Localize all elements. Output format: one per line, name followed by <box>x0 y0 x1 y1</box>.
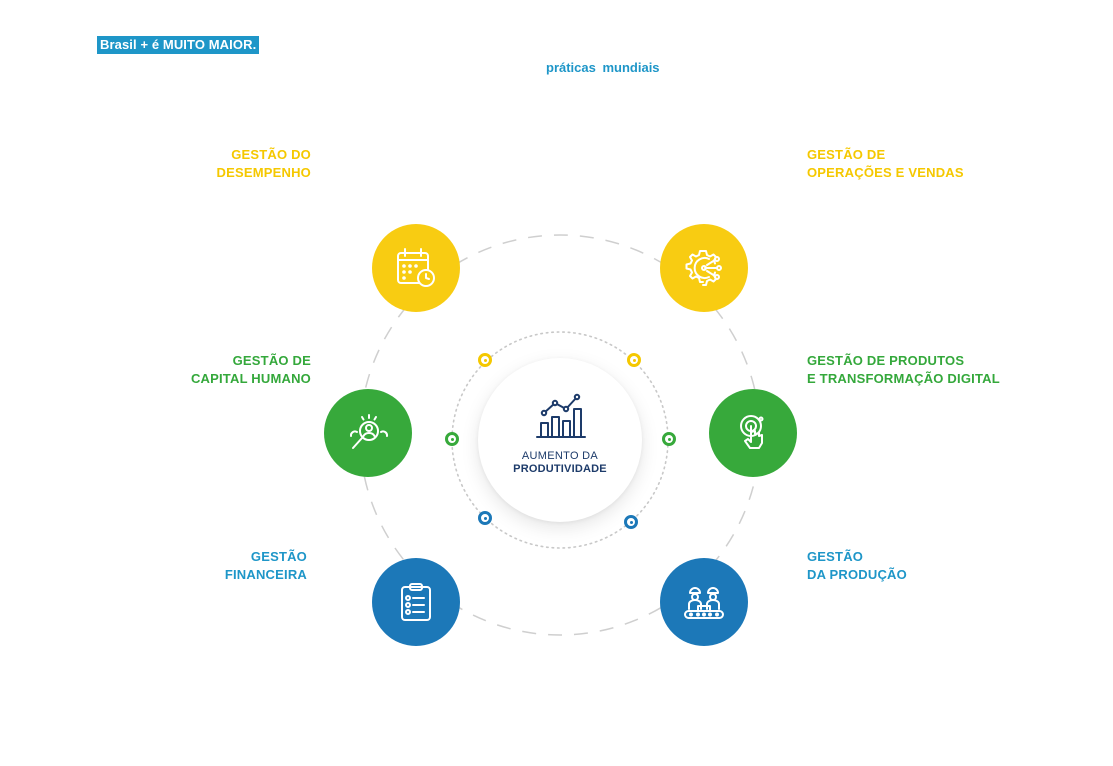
gear-network-icon <box>685 250 722 286</box>
ring-dot-green-left <box>445 432 459 446</box>
node-financeira[interactable] <box>372 558 460 646</box>
ring-dot-yellow-left <box>478 353 492 367</box>
node-desempenho[interactable] <box>372 224 460 312</box>
brand-badge: Brasil + é MUITO MAIOR. <box>97 36 260 54</box>
ring-dot-green-right <box>662 432 676 446</box>
ring-dot-yellow-right <box>627 353 641 367</box>
node-capital-humano[interactable] <box>324 389 412 477</box>
node-operacoes[interactable] <box>660 224 748 312</box>
page-subtitle: práticas mundiais <box>546 60 660 75</box>
clipboard-checklist-icon <box>401 583 431 621</box>
node-producao[interactable] <box>660 558 748 646</box>
ring-dot-blue-left <box>478 511 492 525</box>
growth-chart-icon <box>536 393 586 438</box>
center-title-line2: PRODUTIVIDADE <box>513 463 607 475</box>
center-hub: AUMENTO DA PRODUTIVIDADE <box>478 358 642 522</box>
node-produtos[interactable] <box>709 389 797 477</box>
touch-tap-icon <box>740 415 764 449</box>
ring-dot-blue-right <box>624 515 638 529</box>
factory-workers-icon <box>684 587 724 619</box>
person-search-icon <box>349 414 389 449</box>
calendar-clock-icon <box>397 248 435 287</box>
center-title-line1: AUMENTO DA <box>521 450 599 462</box>
